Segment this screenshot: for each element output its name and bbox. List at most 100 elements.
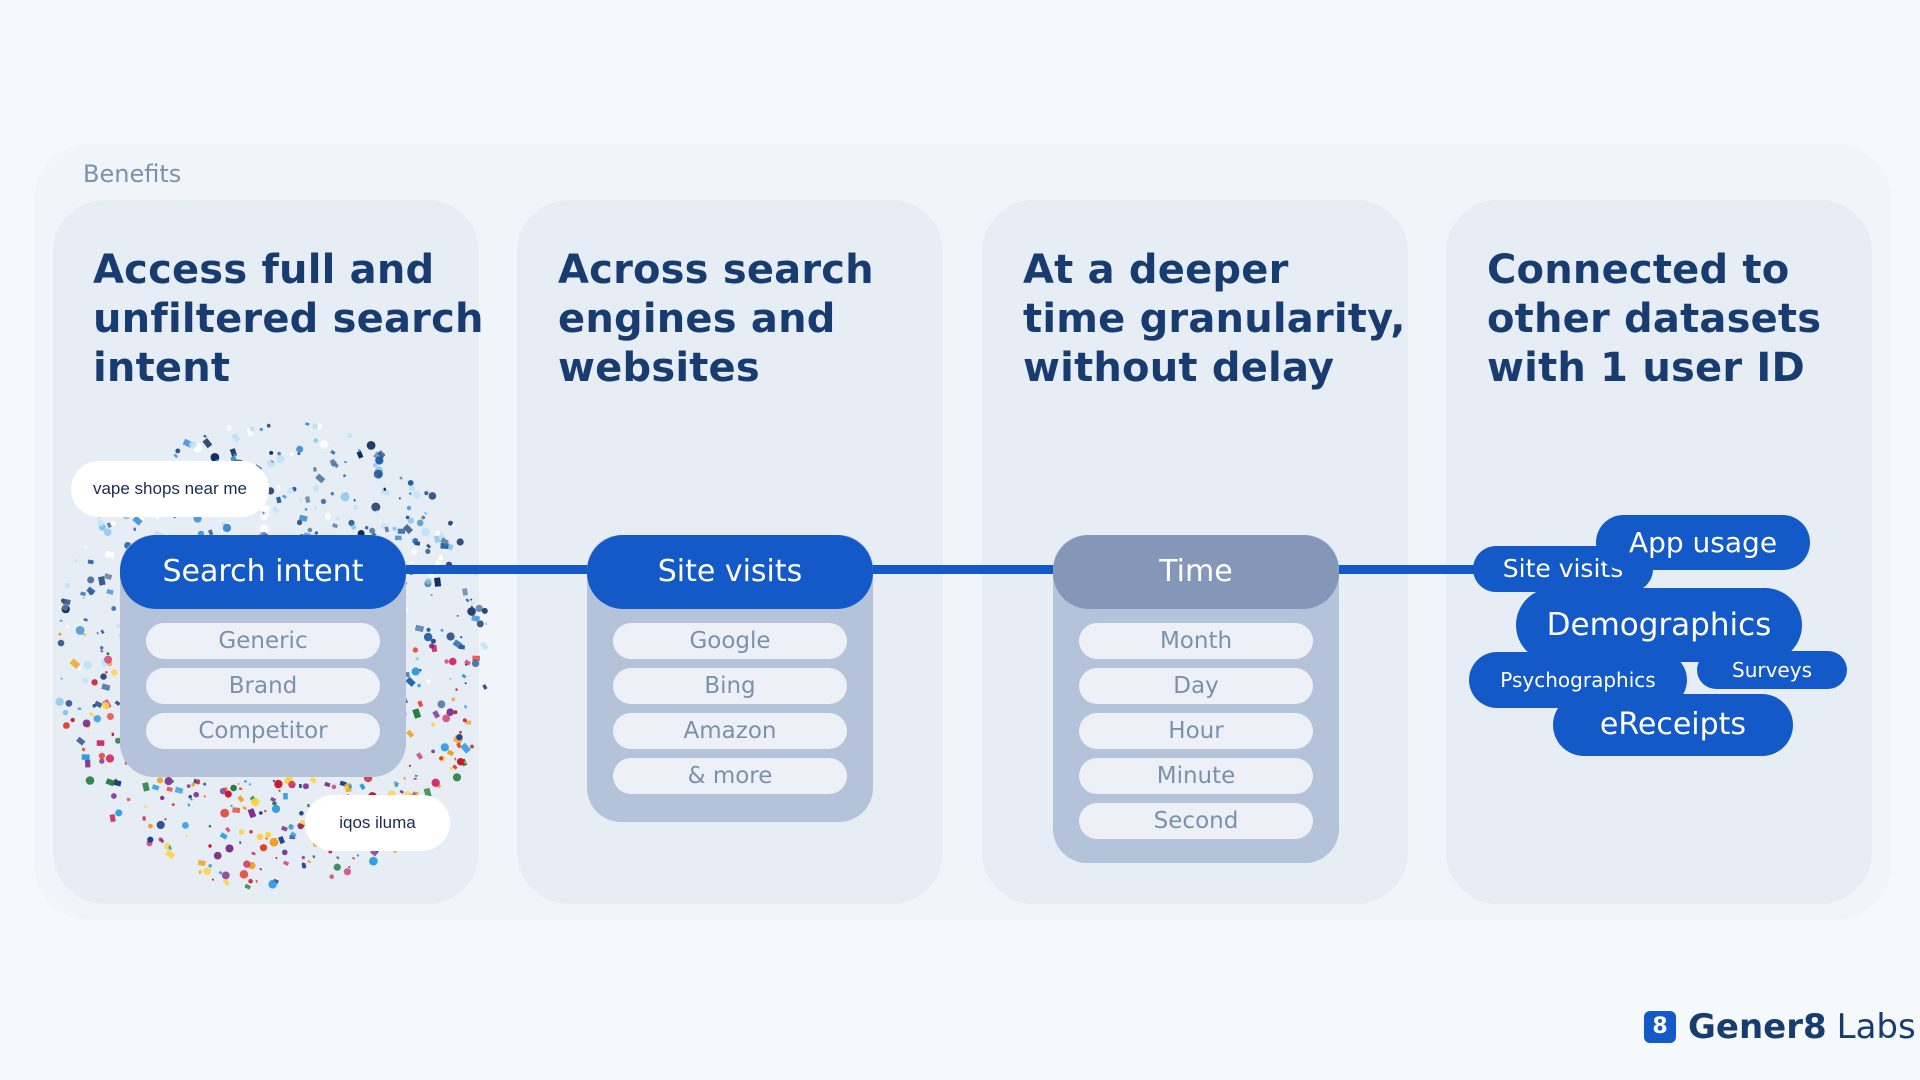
confetti-piece [99,758,105,764]
confetti-piece [288,780,296,789]
confetti-piece [203,795,206,798]
confetti-piece [465,598,470,603]
confetti-piece [248,783,252,786]
confetti-piece [114,778,117,781]
confetti-piece [106,713,114,720]
confetti-piece [409,485,416,492]
confetti-piece [332,461,340,469]
confetti-piece [406,505,412,511]
confetti-piece [416,519,424,527]
confetti-piece [412,647,419,653]
card-title-line: Access full and [93,247,435,293]
confetti-piece [384,526,390,533]
confetti-piece [307,527,313,533]
card-title-line: websites [558,345,760,391]
site-source-pill: & more [613,758,847,794]
confetti-piece [431,749,435,754]
confetti-piece [100,629,105,635]
confetti-piece [329,874,335,879]
confetti-piece [298,514,308,522]
confetti-piece [453,710,458,715]
confetti-piece [148,823,153,829]
ereceipts-blob: eReceipts [1553,694,1793,756]
confetti-piece [309,776,317,784]
confetti-piece [289,835,296,840]
confetti-piece [348,784,352,789]
confetti-piece [226,424,233,432]
confetti-piece [111,793,117,799]
confetti-piece [305,422,310,426]
confetti-piece [103,573,113,580]
confetti-piece [195,779,201,785]
confetti-piece [75,626,85,635]
confetti-piece [343,474,346,477]
confetti-piece [407,480,414,486]
confetti-piece [440,628,444,632]
confetti-piece [175,448,181,454]
confetti-piece [237,795,245,803]
card-title: Across search engines and websites [558,246,938,393]
confetti-piece [171,780,174,783]
confetti-piece [415,657,419,661]
confetti-piece [232,807,241,814]
confetti-piece [375,456,384,465]
confetti-piece [289,452,294,456]
gener8-logo-icon: 8 [1644,1011,1676,1043]
confetti-piece [398,497,401,500]
confetti-piece [102,701,110,709]
confetti-piece [88,590,93,596]
card-title-line: other datasets [1487,296,1822,342]
confetti-piece [426,679,431,684]
confetti-piece [174,786,184,794]
confetti-piece [142,816,146,821]
confetti-piece [106,522,112,529]
confetti-piece [249,830,253,834]
confetti-piece [218,870,223,875]
confetti-piece [106,588,114,595]
confetti-piece [230,784,237,792]
confetti-piece [103,528,112,536]
confetti-piece [164,818,167,821]
confetti-piece [111,732,115,737]
card-title: Connected to other datasets with 1 user … [1487,246,1867,393]
confetti-piece [83,618,88,622]
confetti-piece [275,856,278,860]
confetti-piece [464,682,467,685]
confetti-piece [456,614,459,617]
surveys-blob: Surveys [1697,651,1847,689]
confetti-piece [371,502,381,512]
confetti-piece [260,513,268,521]
brand-name: Gener8 [1688,1007,1827,1047]
confetti-piece [407,517,414,524]
confetti-piece [299,811,304,816]
confetti-piece [266,459,276,468]
confetti-piece [126,797,131,802]
confetti-piece [85,759,91,768]
confetti-piece [269,837,279,847]
confetti-piece [299,499,303,503]
confetti-piece [397,528,406,534]
confetti-piece [160,795,165,801]
confetti-piece [86,586,96,596]
confetti-piece [270,460,274,464]
confetti-piece [81,747,86,752]
confetti-piece [87,559,94,565]
confetti-piece [225,844,234,853]
confetti-piece [142,782,150,792]
confetti-piece [452,639,463,649]
confetti-piece [208,844,212,848]
confetti-piece [288,824,294,830]
confetti-piece [219,832,228,840]
confetti-piece [463,705,468,709]
confetti-piece [278,836,286,845]
confetti-piece [55,697,64,706]
confetti-piece [449,767,454,770]
confetti-piece [413,777,417,780]
confetti-piece [280,825,288,832]
confetti-piece [85,776,95,785]
confetti-piece [251,851,256,856]
confetti-piece [221,871,230,880]
time-stack: Time Month Day Hour Minute Second [1053,535,1339,863]
confetti-piece [315,473,326,484]
site-visits-stack: Site visits Google Bing Amazon & more [587,535,873,822]
